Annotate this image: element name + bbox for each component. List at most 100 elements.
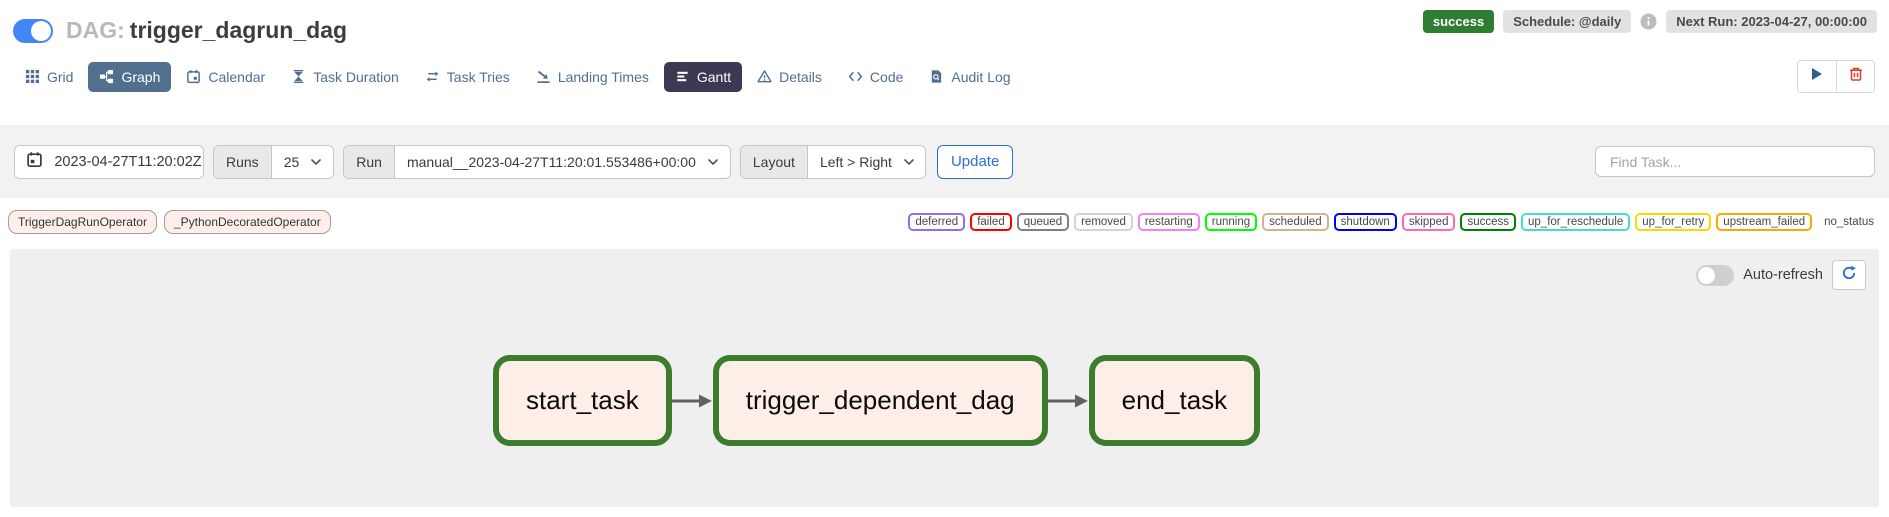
- runs-group: Runs 25: [213, 144, 335, 179]
- audit-log-icon: [929, 69, 944, 84]
- tab-details[interactable]: Details: [746, 62, 833, 92]
- tab-label: Task Tries: [446, 68, 510, 85]
- filter-bar: Runs 25 Run manual__2023-04-27T11:20:01.…: [0, 125, 1889, 198]
- run-group: Run manual__2023-04-27T11:20:01.553486+0…: [343, 144, 731, 179]
- hourglass-icon: [291, 69, 306, 84]
- tab-calendar[interactable]: Calendar: [175, 62, 276, 92]
- operator-legend: TriggerDagRunOperator _PythonDecoratedOp…: [8, 210, 331, 234]
- tab-label: Calendar: [208, 68, 266, 85]
- layout-value: Left > Right: [819, 153, 892, 170]
- gantt-icon: [675, 69, 690, 84]
- refresh-icon: [1841, 265, 1857, 286]
- tab-label: Gantt: [696, 68, 732, 85]
- edge-arrow: [1047, 392, 1089, 410]
- layout-select[interactable]: Left > Right: [806, 145, 925, 178]
- view-tabbar: Grid Graph Calendar Task Duration Task T…: [14, 60, 1875, 93]
- auto-refresh-toggle[interactable]: [1696, 264, 1735, 286]
- status-legend-item: failed: [970, 213, 1012, 231]
- dag-graph-nodes: start_task trigger_dependent_dag end_tas…: [493, 355, 1261, 446]
- status-legend-item: up_for_retry: [1635, 213, 1712, 231]
- task-node-end-task[interactable]: end_task: [1088, 355, 1261, 446]
- tab-label: Audit Log: [951, 68, 1011, 85]
- refresh-button[interactable]: [1832, 260, 1866, 290]
- chevron-down-icon: [904, 158, 914, 165]
- page-title: DAG:trigger_dagrun_dag: [66, 17, 347, 44]
- toggle-knob: [1698, 266, 1716, 284]
- edge-arrow: [671, 392, 713, 410]
- grid-icon: [25, 69, 40, 84]
- tab-task-tries[interactable]: Task Tries: [414, 62, 521, 92]
- update-button[interactable]: Update: [936, 144, 1014, 179]
- tab-label: Landing Times: [557, 68, 649, 85]
- dag-run-select[interactable]: manual__2023-04-27T11:20:01.553486+00:00: [393, 145, 730, 178]
- dag-pause-toggle[interactable]: [13, 18, 53, 43]
- status-legend-item: queued: [1016, 213, 1070, 231]
- datepicker-button[interactable]: [15, 145, 53, 178]
- layout-group: Layout Left > Right: [739, 144, 926, 179]
- chevron-down-icon: [311, 158, 322, 165]
- status-badge: success: [1422, 10, 1495, 33]
- landing-plane-icon: [536, 69, 551, 84]
- operator-pill: _PythonDecoratedOperator: [163, 210, 331, 234]
- calendar-icon: [186, 69, 201, 84]
- graph-icon: [99, 69, 114, 84]
- status-legend-item: upstream_failed: [1716, 213, 1813, 231]
- code-icon: [848, 69, 863, 84]
- operator-pill: TriggerDagRunOperator: [8, 210, 157, 234]
- num-runs-value: 25: [283, 153, 300, 170]
- next-run-badge: Next Run: 2023-04-27, 00:00:00: [1666, 10, 1877, 33]
- dag-prefix-label: DAG:: [66, 17, 125, 43]
- toggle-knob: [31, 20, 51, 41]
- trigger-dag-button[interactable]: [1798, 61, 1836, 92]
- status-legend-item: removed: [1074, 213, 1133, 231]
- status-legend-item: no_status: [1817, 213, 1881, 231]
- layout-label: Layout: [740, 145, 807, 178]
- trash-icon: [1848, 66, 1864, 87]
- num-runs-select[interactable]: 25: [270, 145, 334, 178]
- dag-name: trigger_dagrun_dag: [129, 17, 348, 43]
- task-node-start-task[interactable]: start_task: [493, 355, 672, 446]
- header-badges: success Schedule: @daily Next Run: 2023-…: [1422, 10, 1877, 33]
- play-icon: [1811, 67, 1823, 86]
- run-label: Run: [344, 145, 394, 178]
- schedule-badge: Schedule: @daily: [1503, 10, 1632, 33]
- status-legend-item: deferred: [908, 213, 966, 231]
- dag-run-value: manual__2023-04-27T11:20:01.553486+00:00: [406, 153, 696, 170]
- base-date-input[interactable]: [53, 145, 203, 178]
- warning-triangle-icon: [757, 69, 772, 84]
- tab-graph[interactable]: Graph: [88, 61, 172, 92]
- repeat-icon: [425, 69, 440, 84]
- status-legend-item: restarting: [1137, 213, 1200, 231]
- info-icon[interactable]: [1640, 13, 1657, 30]
- tab-audit-log[interactable]: Audit Log: [918, 62, 1021, 92]
- status-legend-item: scheduled: [1262, 213, 1329, 231]
- chevron-down-icon: [708, 158, 718, 165]
- find-task-input[interactable]: [1595, 146, 1875, 177]
- status-legend-item: shutdown: [1333, 213, 1397, 231]
- status-legend-item: up_for_reschedule: [1521, 213, 1631, 231]
- tab-label: Code: [869, 68, 904, 85]
- tab-grid[interactable]: Grid: [14, 62, 84, 92]
- status-legend-item: running: [1204, 213, 1258, 231]
- date-group: [14, 144, 204, 179]
- auto-refresh-label: Auto-refresh: [1743, 267, 1823, 283]
- calendar-icon: [26, 151, 43, 173]
- status-legend: deferred failed queued removed restartin…: [908, 213, 1881, 231]
- dag-action-buttons: [1797, 60, 1875, 93]
- dag-header: DAG:trigger_dagrun_dag: [0, 0, 1889, 44]
- status-legend-item: skipped: [1401, 213, 1456, 231]
- tab-label: Details: [779, 68, 822, 85]
- tab-task-duration[interactable]: Task Duration: [280, 62, 410, 92]
- graph-canvas[interactable]: Auto-refresh start_task trigger_dependen…: [10, 249, 1879, 507]
- tab-gantt[interactable]: Gantt: [663, 61, 743, 92]
- delete-dag-button[interactable]: [1836, 61, 1874, 92]
- status-legend-item: success: [1460, 213, 1517, 231]
- tab-label: Grid: [47, 68, 74, 85]
- tab-code[interactable]: Code: [837, 62, 914, 92]
- tab-label: Graph: [121, 68, 161, 85]
- autorefresh-controls: Auto-refresh: [1696, 260, 1866, 290]
- task-node-trigger-dependent-dag[interactable]: trigger_dependent_dag: [712, 355, 1048, 446]
- tab-landing-times[interactable]: Landing Times: [525, 62, 660, 92]
- runs-label: Runs: [214, 145, 271, 178]
- tab-label: Task Duration: [313, 68, 399, 85]
